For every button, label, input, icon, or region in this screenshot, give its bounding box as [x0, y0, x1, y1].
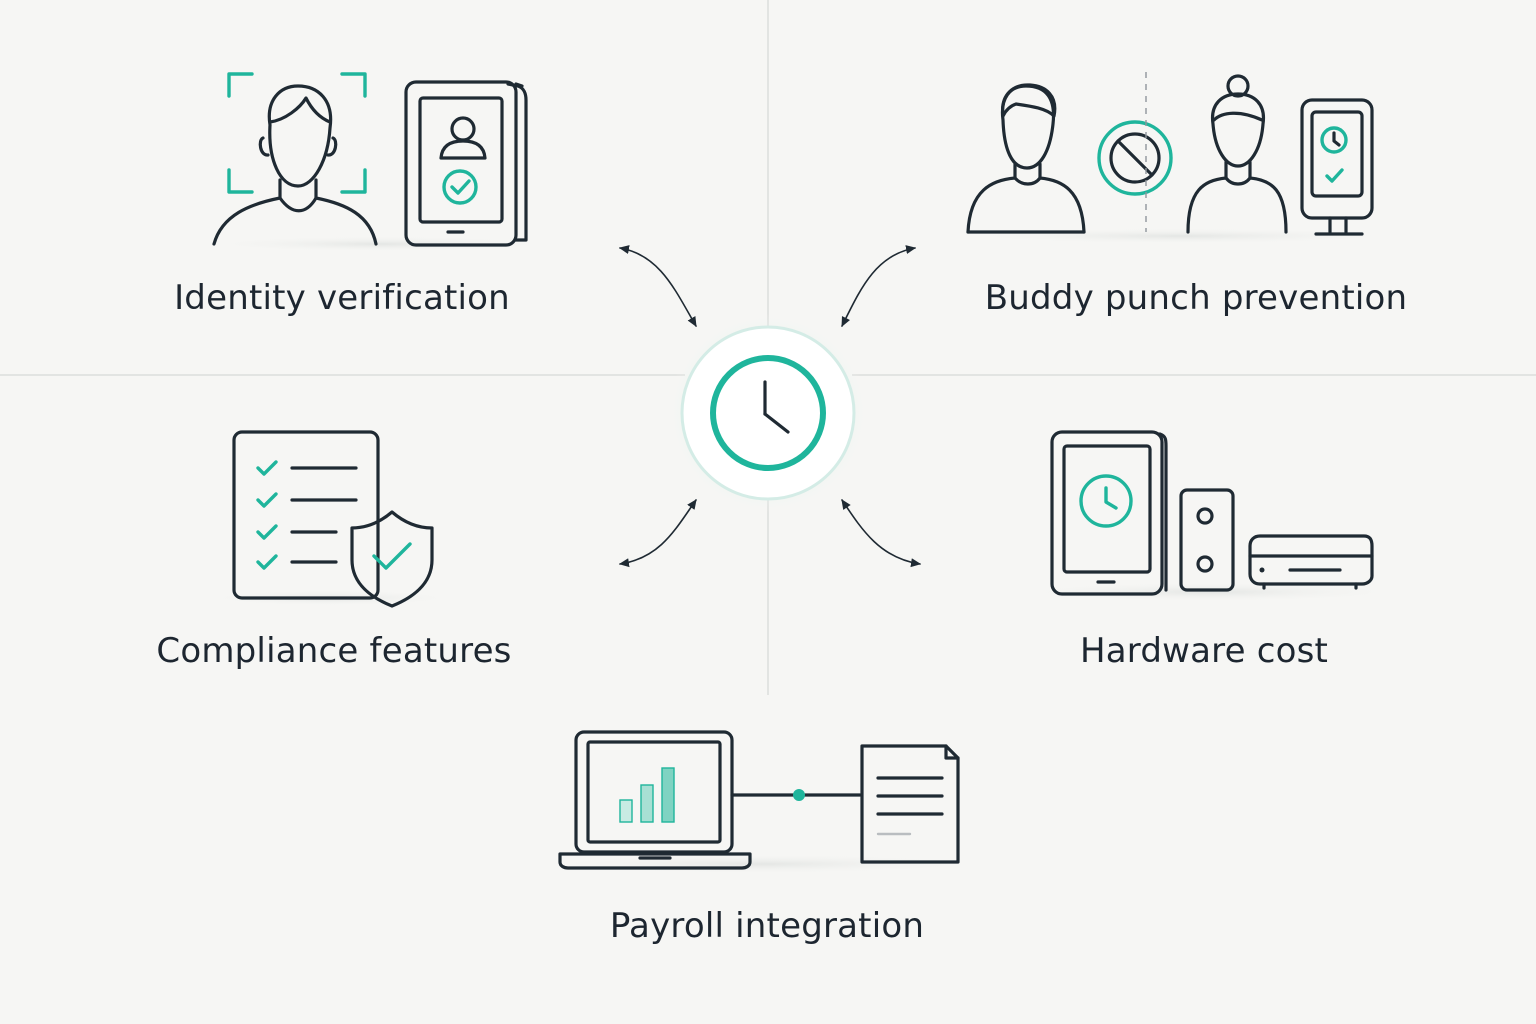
identity-verification-label: Identity verification: [174, 278, 510, 318]
buddy-punch-prevention-label: Buddy punch prevention: [984, 278, 1408, 318]
arrow-bottom-left: [618, 499, 697, 568]
hardware-cost-label: Hardware cost: [1079, 631, 1329, 671]
arrow-top-right: [841, 245, 917, 328]
connector-arrows: [618, 245, 922, 568]
laptop-document-icon: [530, 730, 990, 874]
devices-icon: [1010, 430, 1410, 602]
arrow-bottom-right: [841, 499, 922, 568]
quadrant-dividers: [0, 0, 1536, 695]
compliance-features-label: Compliance features: [156, 631, 512, 671]
arrow-top-left: [618, 245, 697, 327]
clock-icon: [668, 313, 868, 513]
prohibited-people-icon: [950, 72, 1410, 244]
checklist-shield-icon: [200, 430, 460, 608]
payroll-integration-label: Payroll integration: [609, 906, 925, 946]
face-scan-tablet-icon: [200, 72, 560, 252]
